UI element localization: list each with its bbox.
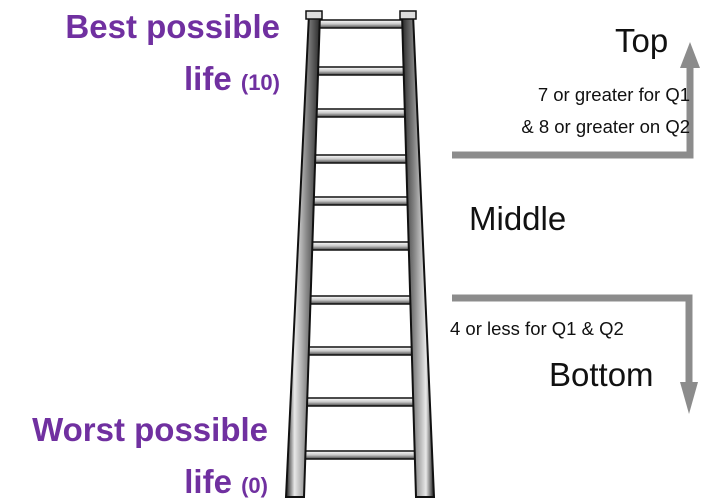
best-life-label-2: life (10) — [184, 60, 280, 98]
down-arrow-icon — [452, 294, 698, 414]
ladder-rung — [304, 346, 422, 356]
best-life-value: (10) — [240, 70, 280, 95]
worst-life-label: Worst possible — [32, 411, 268, 448]
worst-life-label-2: life (0) — [184, 463, 268, 501]
ladder-rung — [305, 295, 420, 305]
worst-life-word: life — [184, 463, 232, 500]
ladder-rung — [312, 108, 411, 118]
best-life-label: Best possible — [65, 8, 280, 45]
top-rule-line1: 7 or greater for Q1 — [537, 84, 690, 105]
ladder-rung — [309, 196, 415, 206]
bottom-rule: 4 or less for Q1 & Q2 — [450, 318, 624, 339]
ladder-rung — [310, 154, 413, 164]
top-rule-line2: & 8 or greater on Q2 — [521, 116, 690, 137]
ladder-rung — [302, 397, 424, 407]
ladder-right-rail — [400, 13, 436, 498]
ladder-icon — [284, 10, 436, 498]
ladder-top-cap-right — [399, 10, 417, 20]
best-life-word: life — [184, 60, 232, 97]
bottom-label: Bottom — [549, 356, 654, 393]
middle-label: Middle — [469, 200, 567, 237]
ladder-left-rail — [284, 13, 322, 498]
ladder-rung — [300, 450, 426, 460]
ladder-rung — [307, 241, 417, 251]
top-label: Top — [615, 22, 669, 59]
ladder-rung — [315, 19, 408, 29]
worst-life-value: (0) — [241, 473, 268, 498]
ladder-top-cap-left — [305, 10, 323, 20]
up-arrow-icon — [452, 42, 700, 159]
ladder-rung — [313, 66, 410, 76]
